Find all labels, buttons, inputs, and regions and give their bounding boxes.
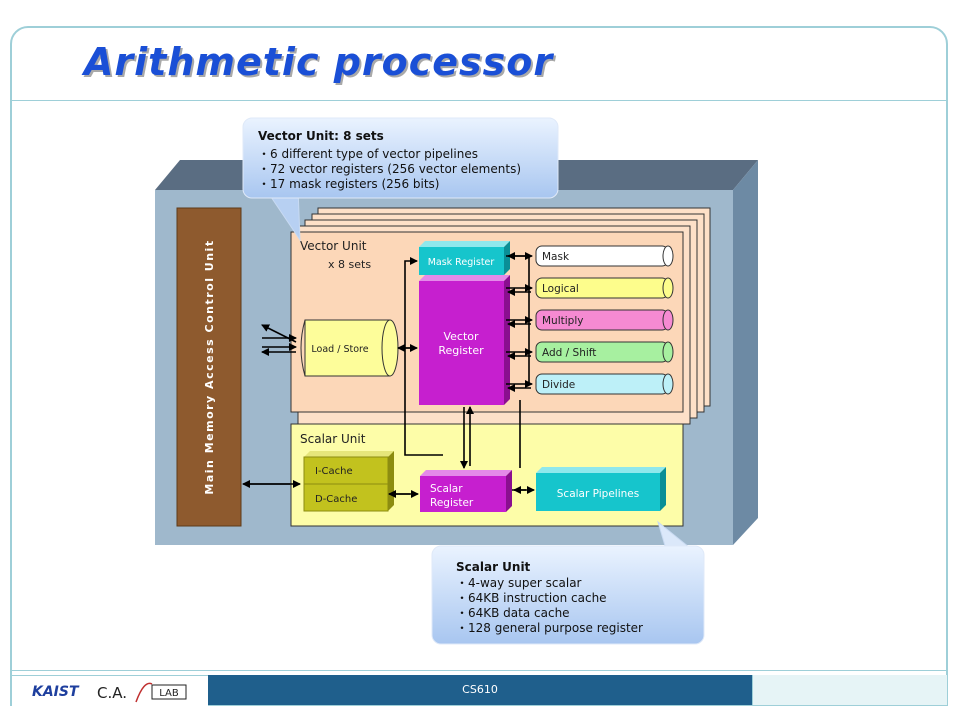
slide-title: Arithmetic processor xyxy=(84,40,554,84)
mask-register-label: Mask Register xyxy=(428,257,495,268)
scalar-callout-line-1: ・4-way super scalar xyxy=(456,576,582,590)
pipeline-logical: Logical xyxy=(535,277,674,299)
pipeline-label: Divide xyxy=(542,379,575,391)
scalar-register: Scalar Register xyxy=(420,470,512,512)
pipeline-divide: Divide xyxy=(535,373,674,395)
vector-unit-label: Vector Unit xyxy=(300,239,367,253)
scalar-callout: Scalar Unit ・4-way super scalar ・64KB in… xyxy=(431,520,705,645)
vector-register: Vector Register xyxy=(419,275,510,405)
scalar-callout-heading: Scalar Unit xyxy=(456,560,531,574)
footer-divider xyxy=(12,670,946,671)
footer-right xyxy=(752,675,947,705)
ca-logo: C.A. xyxy=(97,684,127,702)
course-label: CS610 xyxy=(462,683,498,696)
pipeline-label: Multiply xyxy=(542,315,583,327)
mask-register: Mask Register xyxy=(419,241,510,275)
scalar-pipelines: Scalar Pipelines xyxy=(536,467,666,511)
pipeline-label: Logical xyxy=(542,283,579,295)
slide-frame xyxy=(10,26,948,706)
scalar-register-label-1: Scalar xyxy=(430,483,463,495)
lab-logo: LAB xyxy=(159,688,179,699)
load-store: Load / Store xyxy=(300,319,399,377)
pipeline-multiply: Multiply xyxy=(535,309,674,331)
vector-callout-line-1: ・6 different type of vector pipelines xyxy=(258,147,478,161)
pipeline-label: Mask xyxy=(542,251,570,263)
kaist-logo: KAIST xyxy=(32,684,80,700)
memory-control-label: Main Memory Access Control Unit xyxy=(203,239,216,494)
vector-callout-line-3: ・17 mask registers (256 bits) xyxy=(258,177,439,191)
title-divider xyxy=(12,100,946,101)
pipeline-label: Add / Shift xyxy=(542,347,596,359)
scalar-register-label-2: Register xyxy=(430,497,474,509)
scalar-callout-line-3: ・64KB data cache xyxy=(456,606,570,620)
memory-control-unit: Main Memory Access Control Unit xyxy=(176,207,242,527)
scalar-pipelines-label: Scalar Pipelines xyxy=(557,488,639,500)
vector-register-label-1: Vector xyxy=(443,330,479,343)
icache-label: I-Cache xyxy=(315,466,353,477)
vector-register-label-2: Register xyxy=(438,344,484,357)
scalar-unit-label: Scalar Unit xyxy=(300,432,366,446)
caches: I-Cache D-Cache xyxy=(303,451,394,512)
pipeline-mask: Mask xyxy=(535,245,674,267)
load-store-label: Load / Store xyxy=(311,344,368,355)
vector-unit-sets: x 8 sets xyxy=(328,258,371,271)
footer-logos: KAIST C.A. LAB xyxy=(12,675,208,706)
footer-band: CS610 xyxy=(208,675,752,705)
vector-callout-line-2: ・72 vector registers (256 vector element… xyxy=(258,162,521,176)
connections xyxy=(242,252,535,498)
scalar-callout-line-4: ・128 general purpose register xyxy=(456,621,643,635)
vector-callout: Vector Unit: 8 sets ・6 different type of… xyxy=(242,117,559,242)
pipeline-add-shift: Add / Shift xyxy=(535,341,674,363)
dcache-label: D-Cache xyxy=(315,494,357,505)
vector-callout-heading: Vector Unit: 8 sets xyxy=(258,129,384,143)
scalar-callout-line-2: ・64KB instruction cache xyxy=(456,591,607,605)
